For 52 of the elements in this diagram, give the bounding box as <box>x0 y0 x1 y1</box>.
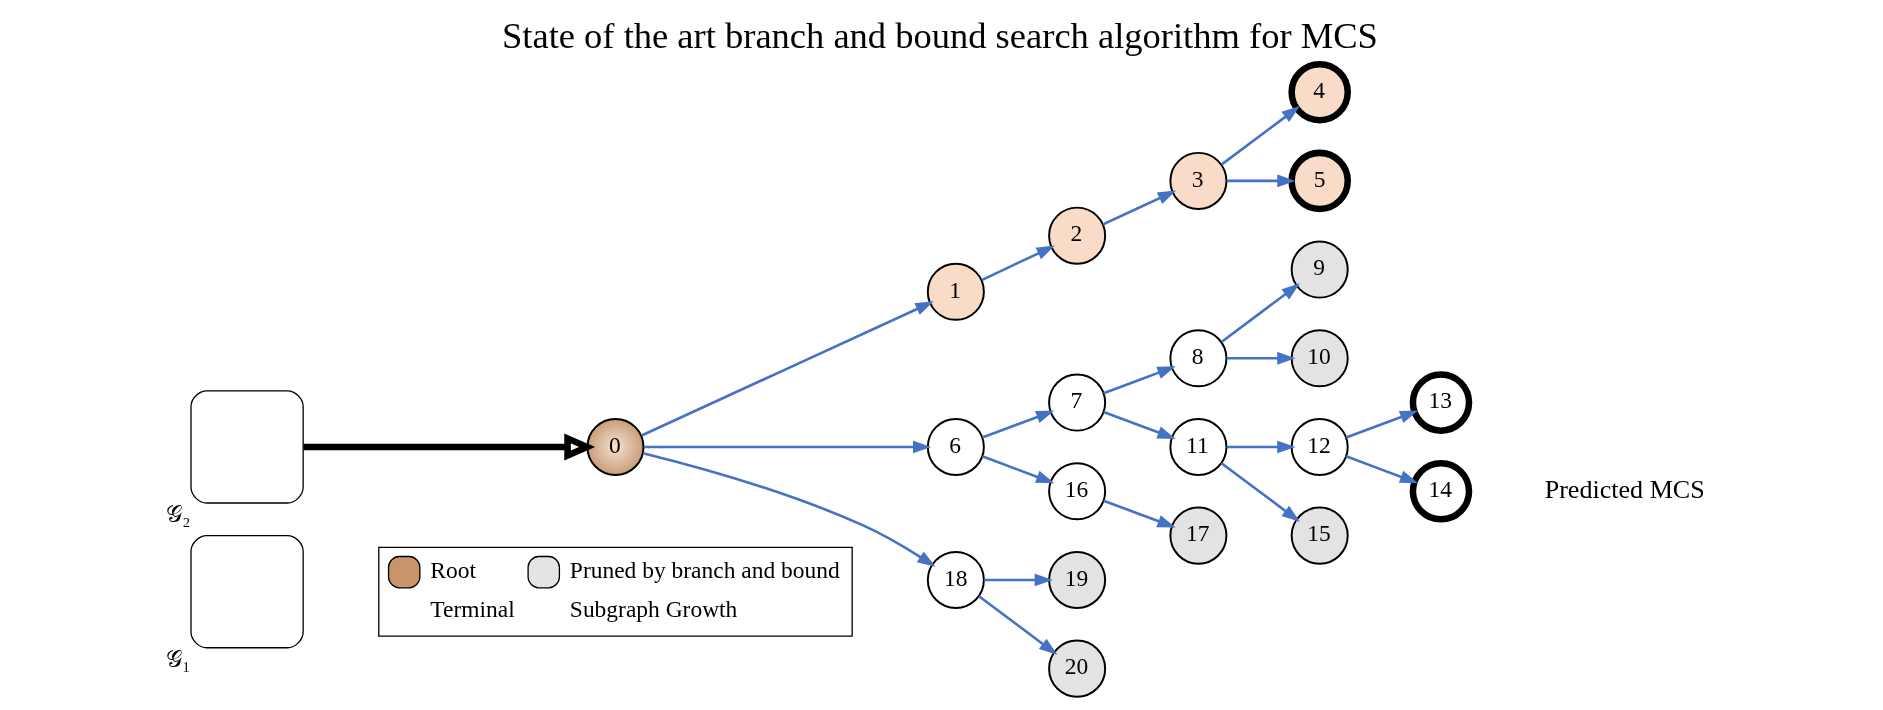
arrow <box>984 573 1053 587</box>
node-circle: 11 <box>1169 417 1228 476</box>
arrow <box>643 440 932 454</box>
legend-label: Terminal <box>430 595 515 622</box>
arrow <box>303 433 596 461</box>
node-circle: 5 <box>1288 149 1351 213</box>
arrow <box>978 595 1058 655</box>
node-circle: 16 <box>1048 462 1107 521</box>
node-circle: 10 <box>1290 329 1349 388</box>
arrow <box>1103 499 1176 528</box>
node-box <box>190 534 304 649</box>
legend-label: Pruned by branch and bound <box>569 556 840 583</box>
node-circle: 19 <box>1048 550 1107 609</box>
node-circle: 15 <box>1290 506 1349 565</box>
arrow <box>981 245 1055 282</box>
node-circle: 14 <box>1409 460 1473 523</box>
node-circle: 4 <box>1288 60 1351 124</box>
arrow <box>1103 410 1176 439</box>
node-circle: 1 <box>926 262 985 321</box>
node-box <box>190 390 304 504</box>
node-circle: 0 <box>586 417 645 476</box>
arrow <box>1226 440 1296 454</box>
arrow <box>1226 351 1296 365</box>
node-label: 𝒢₁ <box>166 645 191 672</box>
arrow <box>642 451 936 567</box>
legend-label: Root <box>430 556 476 583</box>
arrow <box>981 410 1055 439</box>
node-circle: 3 <box>1169 151 1228 210</box>
node-label: 𝒢₂ <box>166 500 191 527</box>
arrow <box>1226 174 1296 188</box>
arrow <box>1220 283 1300 344</box>
node-circle: 8 <box>1169 329 1228 388</box>
arrow <box>641 301 934 437</box>
arrow <box>1220 106 1300 166</box>
legend-label: Subgraph Growth <box>569 595 738 622</box>
node-circle: 13 <box>1409 371 1473 434</box>
arrow <box>1102 190 1177 226</box>
node-circle: 20 <box>1048 639 1107 698</box>
label: Predicted MCS <box>1544 474 1705 504</box>
node-circle: 2 <box>1048 206 1107 265</box>
diagram-title: State of the art branch and bound search algorithm for MCS <box>502 14 1378 56</box>
arrow <box>1220 462 1300 522</box>
arrow <box>1345 410 1419 439</box>
node-circle: 18 <box>926 550 985 609</box>
node-circle: 12 <box>1290 417 1349 476</box>
arrow <box>1103 366 1176 395</box>
node-circle: 6 <box>926 417 985 476</box>
node-circle: 17 <box>1169 506 1228 565</box>
node-circle: 9 <box>1290 240 1349 299</box>
arrow <box>1345 455 1419 484</box>
node-circle: 7 <box>1048 373 1107 432</box>
arrow <box>981 455 1055 484</box>
